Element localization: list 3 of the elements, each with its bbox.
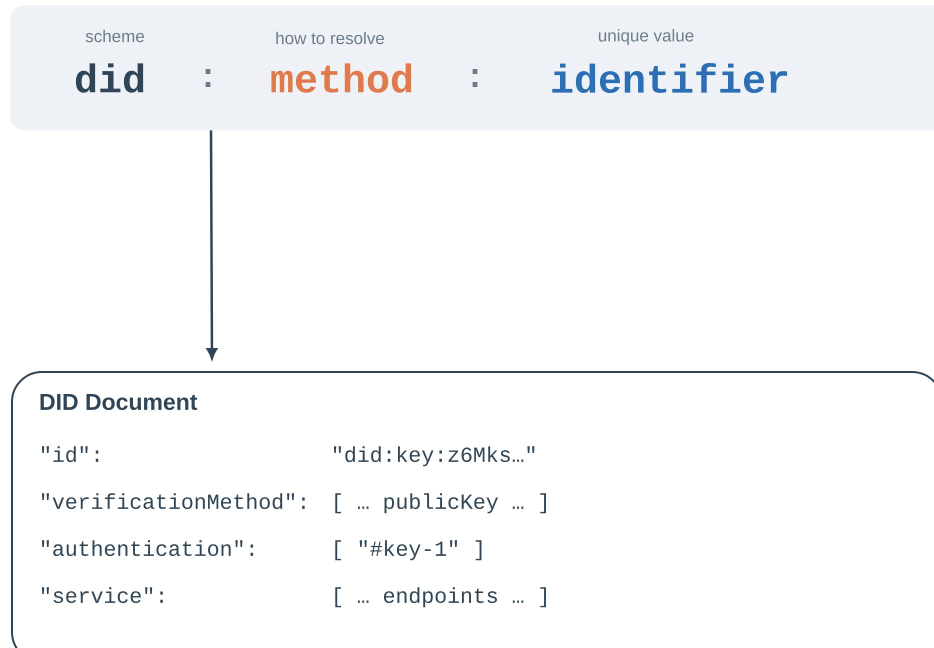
document-box: DID Document "id": "did:key:z6Mks…" "verificationMethod": [ … publicKey … ] "authentication": [ "#key-1" ] "service": [ … endpoints … ] bbox=[11, 371, 934, 648]
arrow bbox=[206, 130, 218, 360]
header-band: scheme did : how to resolve method : unique value identifier bbox=[10, 5, 934, 130]
